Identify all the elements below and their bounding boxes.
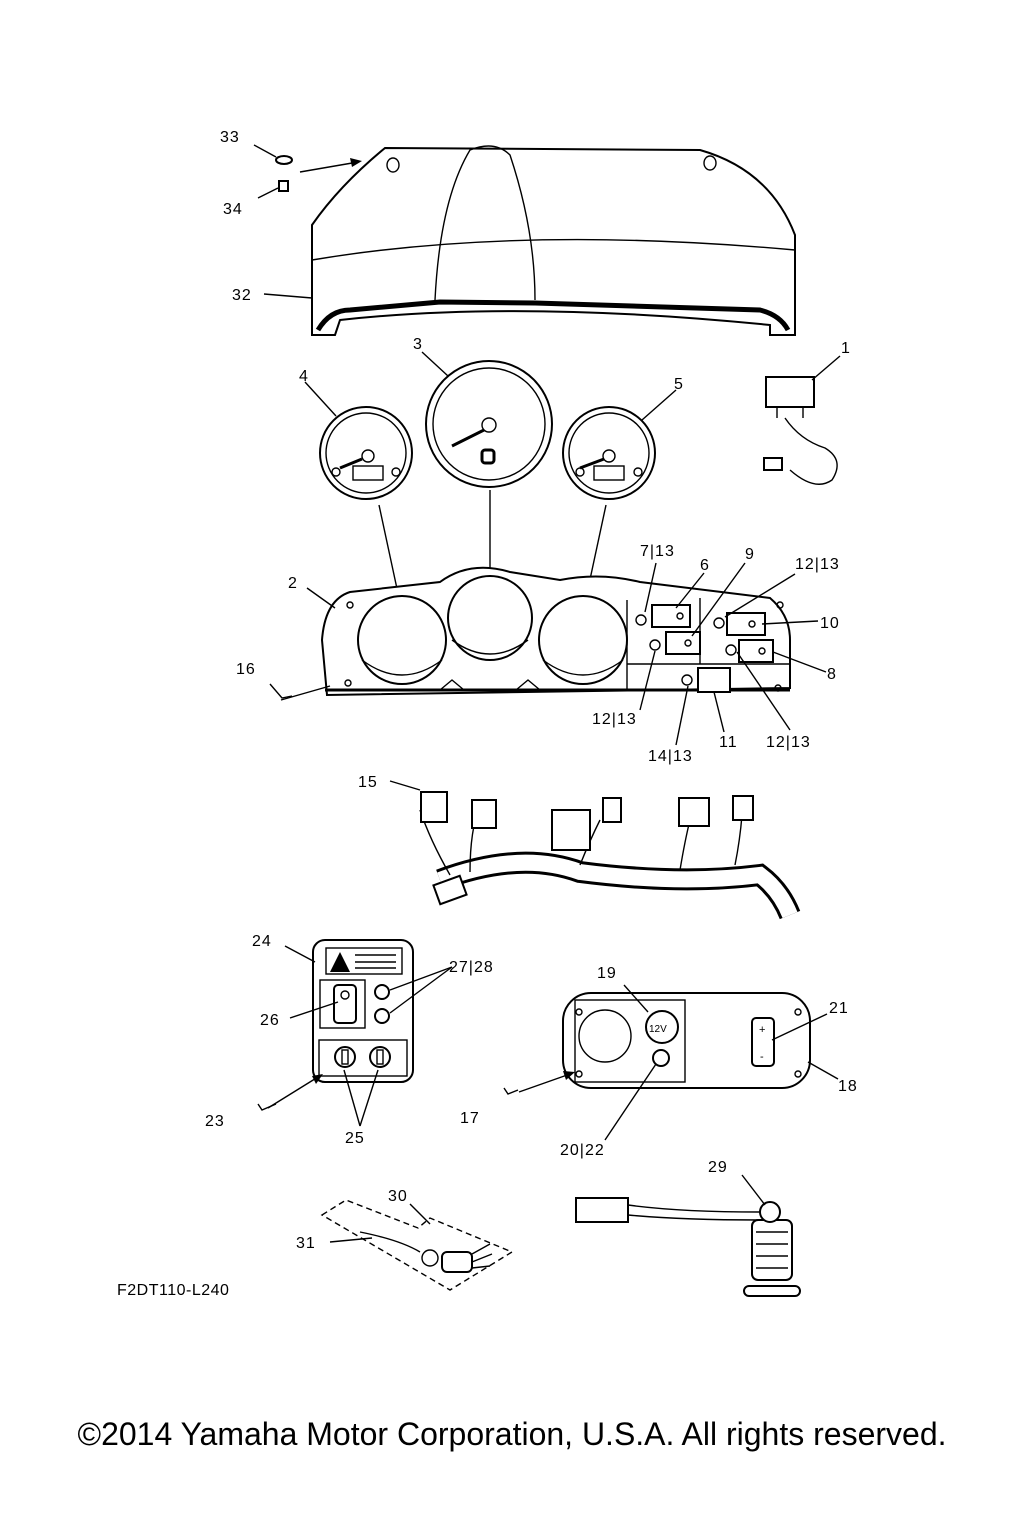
dash-cover bbox=[311, 145, 796, 336]
callout-25: 25 bbox=[345, 1130, 365, 1147]
callout-23: 23 bbox=[205, 1113, 225, 1130]
callout-12-13-right: 12|13 bbox=[766, 734, 811, 751]
callout-7-13: 7|13 bbox=[640, 543, 675, 560]
callout-4: 4 bbox=[299, 368, 309, 385]
switch-plus-label: + bbox=[759, 1024, 765, 1036]
callout-21: 21 bbox=[829, 1000, 849, 1017]
callout-27-28: 27|28 bbox=[449, 959, 494, 976]
callout-12-13-left: 12|13 bbox=[592, 711, 637, 728]
arrow-33-34 bbox=[299, 161, 359, 173]
callout-17: 17 bbox=[460, 1110, 480, 1127]
washer bbox=[275, 155, 293, 165]
callout-2: 2 bbox=[288, 575, 298, 592]
callout-8: 8 bbox=[827, 666, 837, 683]
callout-10: 10 bbox=[820, 615, 840, 632]
gauge-4 bbox=[319, 406, 413, 500]
gauge-5 bbox=[562, 406, 656, 500]
dash-panel bbox=[320, 566, 791, 697]
callout-9: 9 bbox=[745, 546, 755, 563]
callout-11: 11 bbox=[719, 734, 738, 751]
wire-harness bbox=[419, 791, 801, 920]
callout-15: 15 bbox=[358, 774, 378, 791]
sensor-29 bbox=[575, 1197, 801, 1297]
gauge-3 bbox=[425, 360, 553, 488]
callout-33: 33 bbox=[220, 129, 240, 146]
socket-label: 12V bbox=[649, 1024, 667, 1035]
module-1 bbox=[763, 376, 838, 485]
callout-18: 18 bbox=[838, 1078, 858, 1095]
callout-5: 5 bbox=[674, 376, 684, 393]
switch-panel bbox=[312, 939, 414, 1083]
nut bbox=[278, 180, 289, 192]
diagram-code: F2DT110-L240 bbox=[117, 1282, 230, 1299]
copyright-notice: ©2014 Yamaha Motor Corporation, U.S.A. A… bbox=[77, 1416, 947, 1452]
callout-6: 6 bbox=[700, 557, 710, 574]
callout-31: 31 bbox=[296, 1235, 316, 1252]
callout-26: 26 bbox=[260, 1012, 280, 1029]
callout-1: 1 bbox=[841, 340, 851, 357]
callout-12-13-top: 12|13 bbox=[795, 556, 840, 573]
accessory-panel bbox=[562, 992, 811, 1089]
callout-30: 30 bbox=[388, 1188, 408, 1205]
callout-32: 32 bbox=[232, 287, 252, 304]
callout-19: 19 bbox=[597, 965, 617, 982]
kit-30 bbox=[320, 1199, 514, 1291]
callout-3: 3 bbox=[413, 336, 423, 353]
callout-14-13: 14|13 bbox=[648, 748, 693, 765]
switch-minus-label: - bbox=[760, 1051, 764, 1063]
callout-34: 34 bbox=[223, 201, 243, 218]
callout-24: 24 bbox=[252, 933, 272, 950]
callout-16: 16 bbox=[236, 661, 256, 678]
callout-20-22: 20|22 bbox=[560, 1142, 605, 1159]
callout-29: 29 bbox=[708, 1159, 728, 1176]
